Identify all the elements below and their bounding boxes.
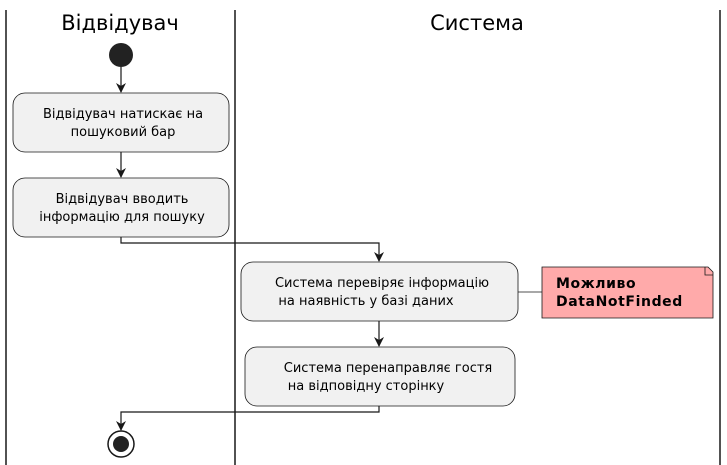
activity-click-search-bar: Відвідувач натискає на пошуковий бар bbox=[12, 92, 230, 153]
activity-label-line: інформацію для пошуку bbox=[39, 210, 205, 225]
start-node bbox=[109, 43, 133, 67]
lane-title-visitor: Відвідувач bbox=[61, 11, 179, 35]
activity-label-line: Система перевіряє інформацію bbox=[275, 276, 489, 291]
activity-label-line: на відповідну сторінку bbox=[288, 379, 445, 394]
flow-a4-to-end bbox=[116, 406, 380, 431]
activity-label-line: Система перенаправляє гостя bbox=[284, 361, 492, 376]
activity-check-database: Система перевіряє інформацію на наявніст… bbox=[240, 261, 519, 322]
activity-label-line: на наявність у базі даних bbox=[278, 294, 454, 309]
lane-title-system: Система bbox=[430, 11, 524, 35]
note-possible-error: Можливо DataNotFinded bbox=[541, 266, 714, 319]
note-label-line: Можливо bbox=[556, 276, 636, 292]
activity-label-line: Відвідувач натискає на bbox=[43, 107, 203, 122]
end-node bbox=[107, 430, 135, 458]
flow-a2-to-a3 bbox=[120, 237, 384, 262]
activity-label-line: пошуковий бар bbox=[71, 125, 176, 140]
activity-redirect-guest: Система перенаправляє гостя на відповідн… bbox=[244, 346, 516, 407]
note-label-line: DataNotFinded bbox=[556, 294, 683, 310]
activity-label-line: Відвідувач вводить bbox=[56, 192, 189, 207]
activity-enter-search-info: Відвідувач вводить інформацію для пошуку bbox=[12, 177, 230, 238]
